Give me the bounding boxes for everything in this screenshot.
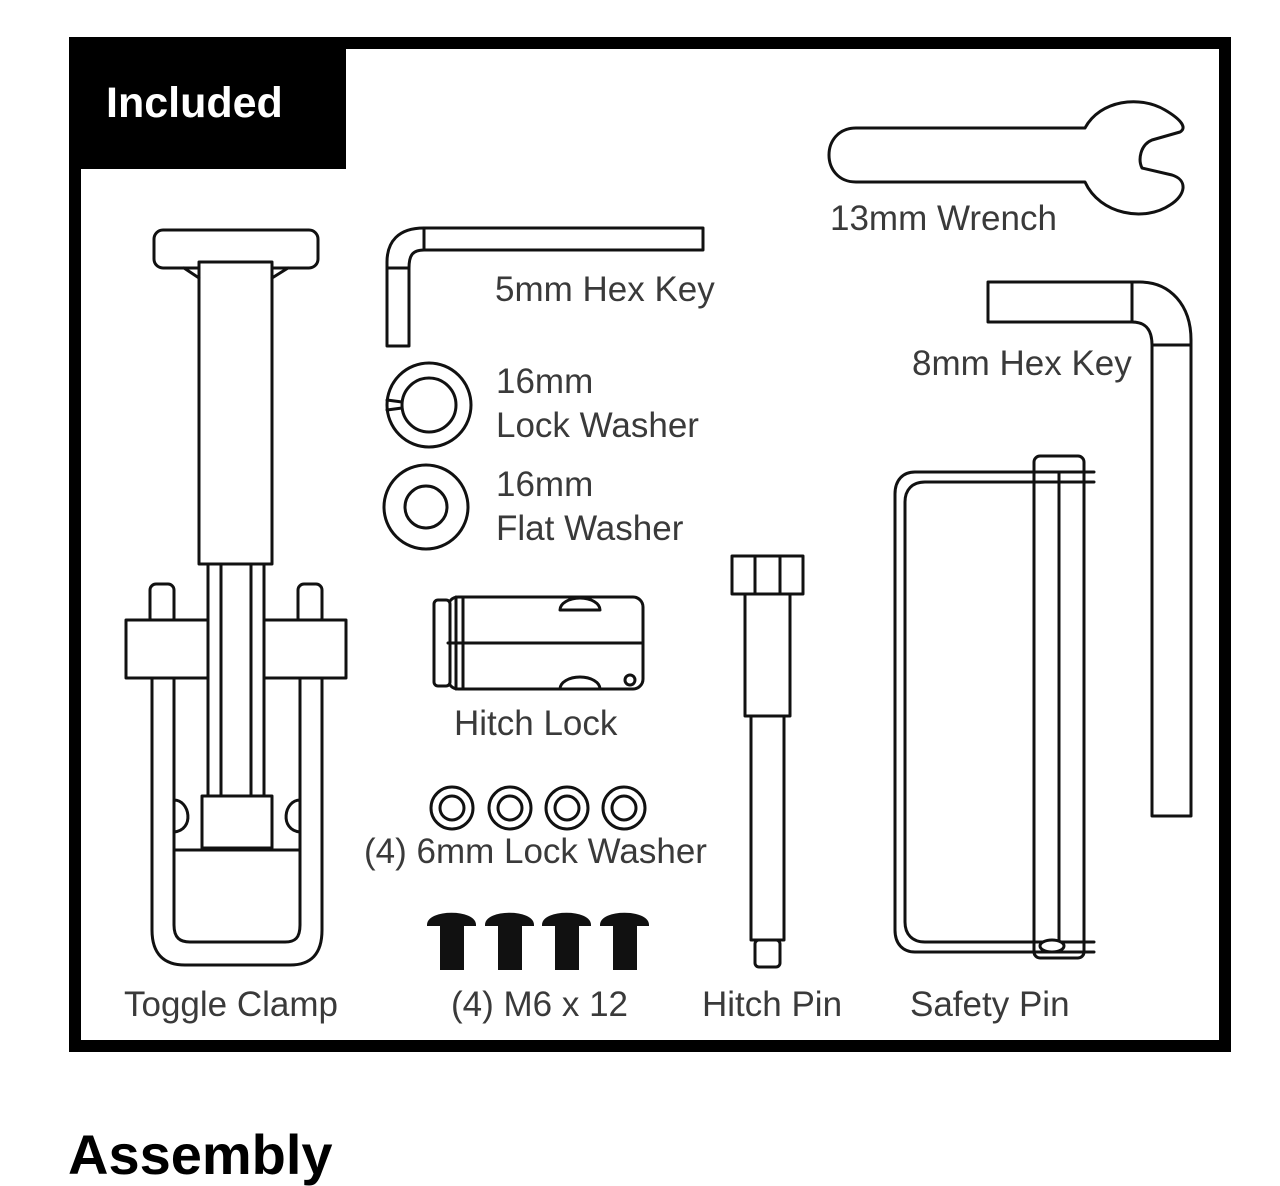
hex-key-8mm-icon (986, 280, 1193, 818)
bolt-icon (426, 912, 477, 970)
wrench-13mm-label: 13mm Wrench (830, 199, 1057, 238)
toggle-clamp-label: Toggle Clamp (124, 985, 338, 1024)
bolt-icon (541, 912, 592, 970)
bolt-icon (599, 912, 650, 970)
hitch-pin-label: Hitch Pin (702, 985, 843, 1024)
bolt-icon (484, 912, 535, 970)
flat-washer-16mm-size-label: 16mm (496, 465, 594, 504)
lock-washer-16mm-size-label: 16mm (496, 362, 594, 401)
included-title: Included (106, 79, 283, 127)
bolts-m6-label: (4) M6 x 12 (451, 985, 628, 1024)
hitch-pin-icon (730, 554, 805, 969)
hex-key-5mm-label: 5mm Hex Key (495, 270, 715, 309)
hex-key-5mm-icon (385, 226, 705, 348)
toggle-clamp-icon (124, 228, 348, 967)
safety-pin-icon (893, 454, 1096, 960)
included-header-tab (69, 37, 346, 169)
flat-washer-16mm-icon (382, 463, 470, 551)
flat-washer-16mm-name-label: Flat Washer (496, 509, 684, 548)
hitch-lock-label: Hitch Lock (454, 704, 618, 743)
assembly-heading: Assembly (68, 1123, 333, 1186)
safety-pin-label: Safety Pin (910, 985, 1070, 1024)
lock-washer-16mm-name-label: Lock Washer (496, 406, 699, 445)
hitch-lock-icon (432, 595, 645, 691)
bolt-icons (426, 912, 650, 970)
lock-washer-16mm-icon (385, 361, 473, 449)
lock-washer-6mm-label: (4) 6mm Lock Washer (364, 832, 707, 871)
lock-washer-6mm-icons (429, 785, 647, 831)
hex-key-8mm-label: 8mm Hex Key (912, 344, 1132, 383)
parts-illustration (124, 100, 1193, 970)
wrench-icon (827, 100, 1185, 216)
